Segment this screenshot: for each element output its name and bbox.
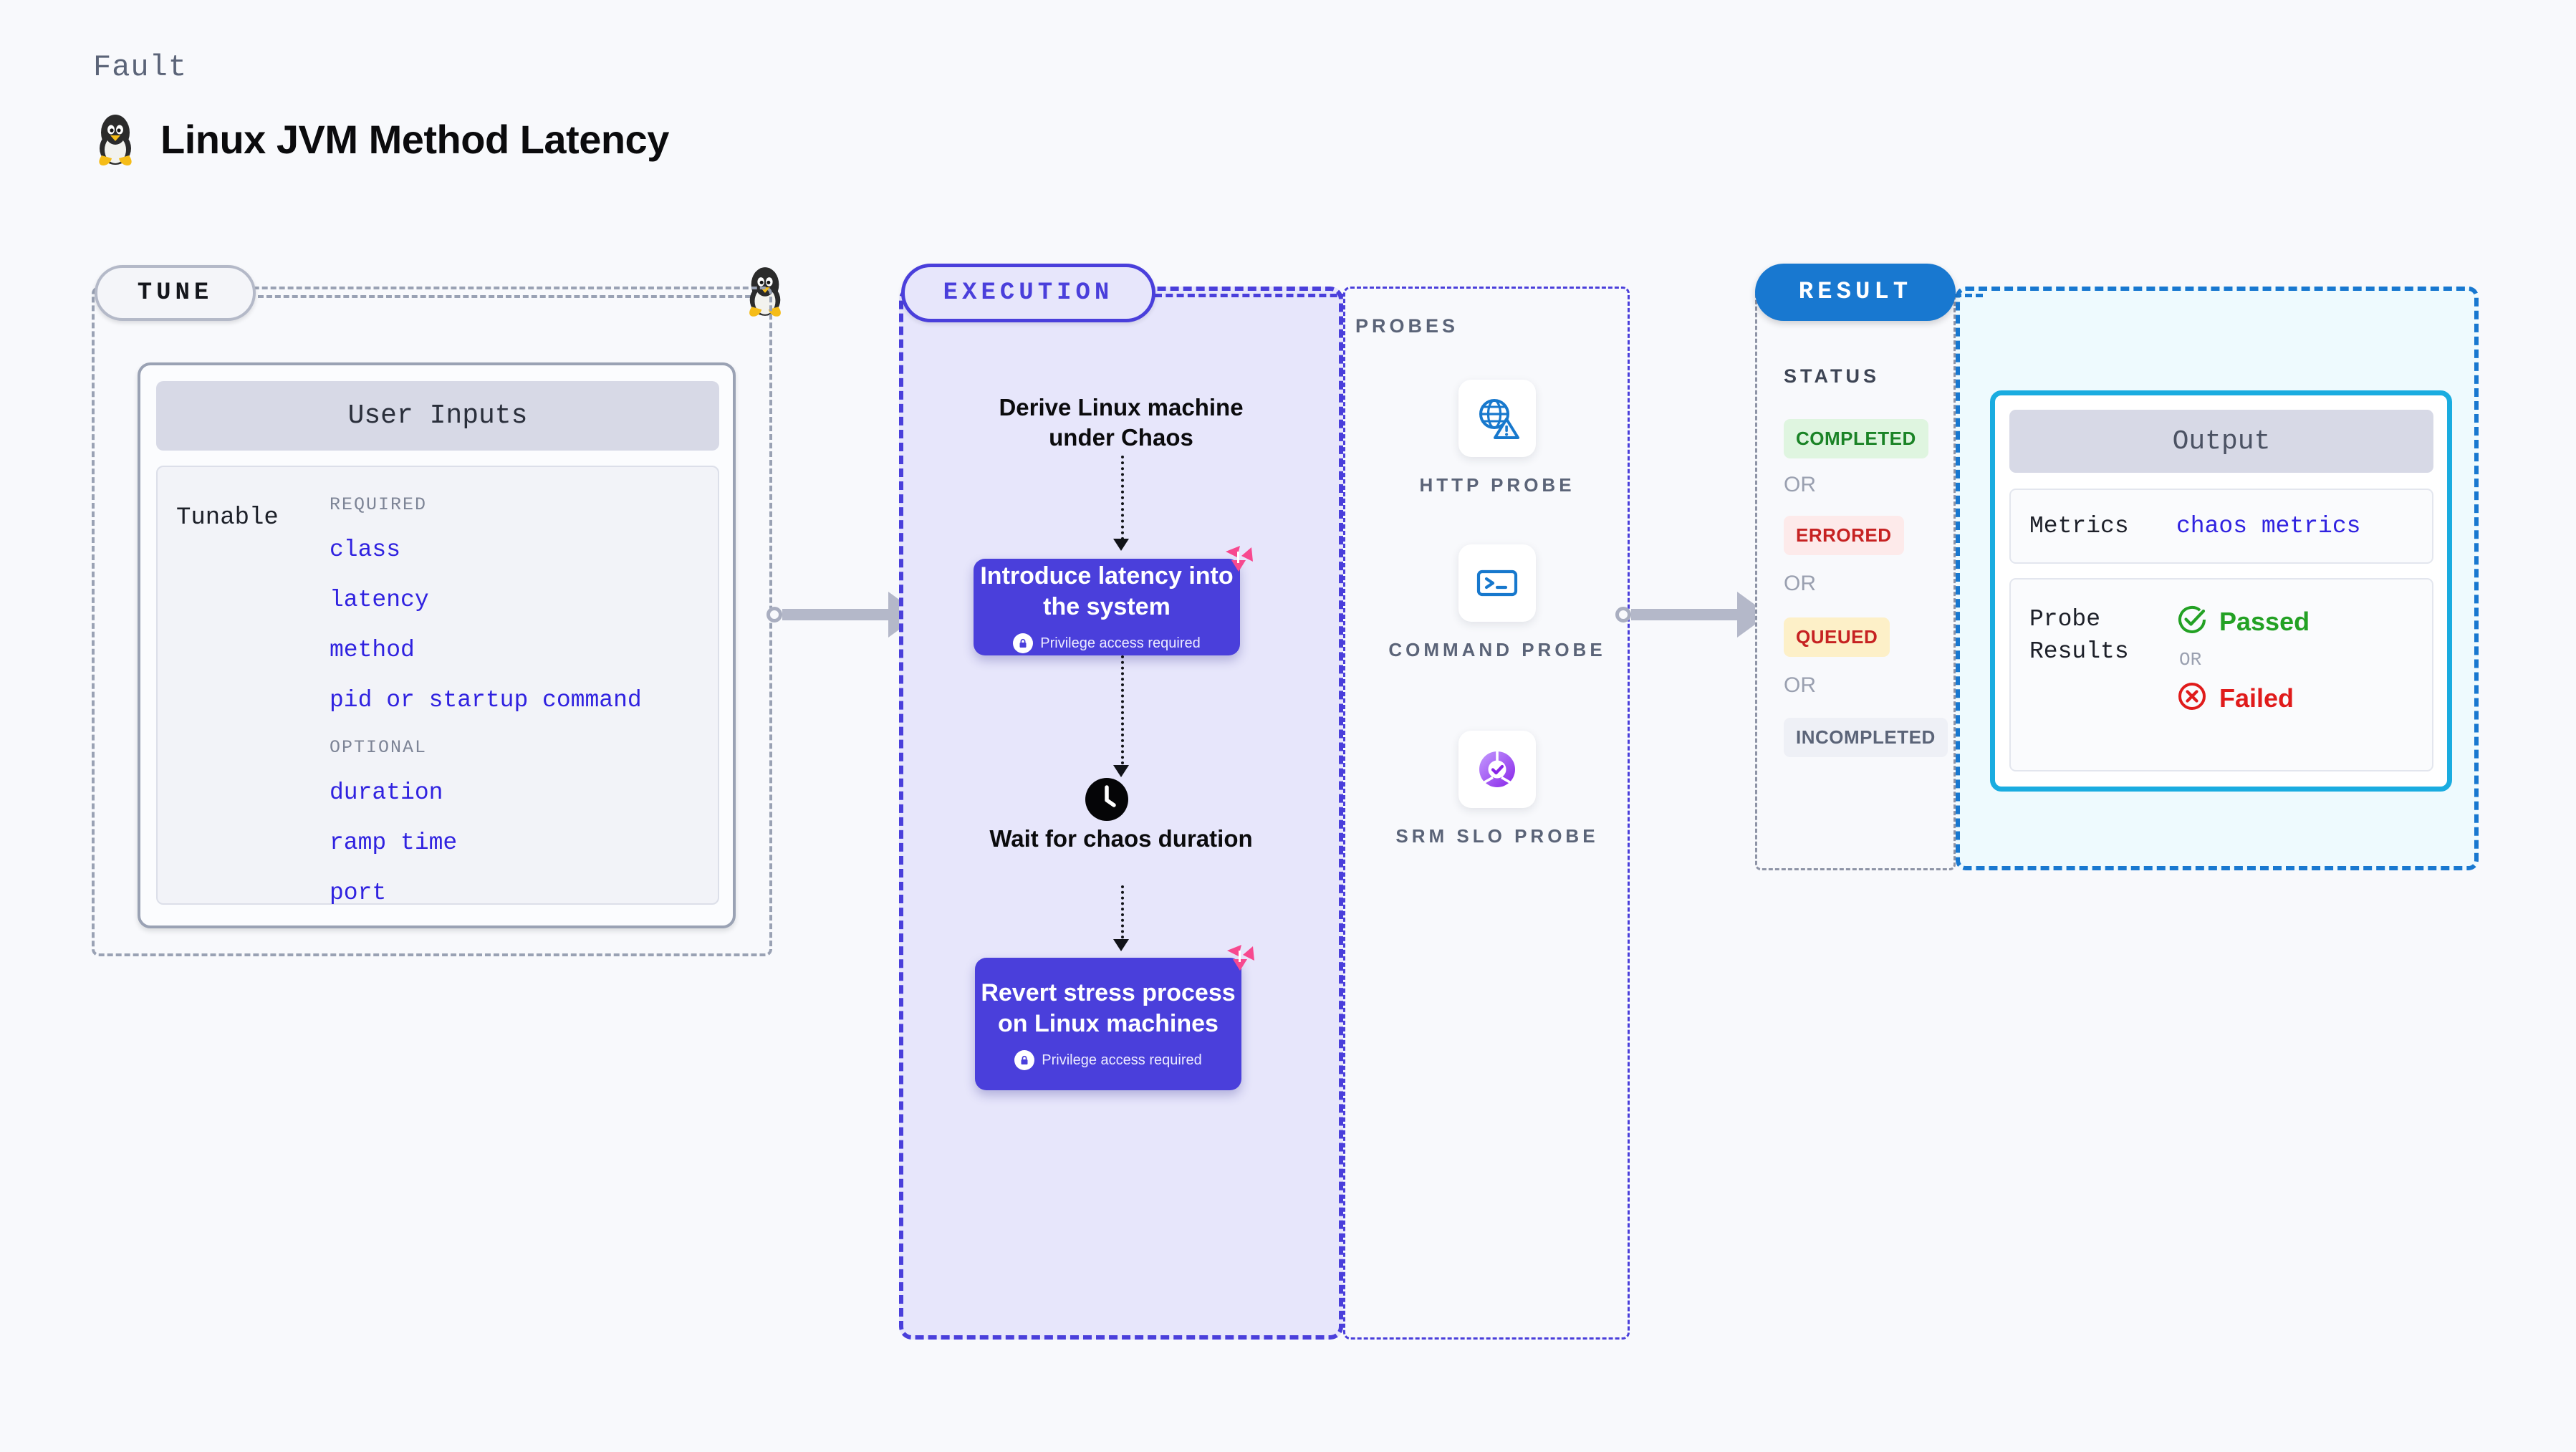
connector-bar (1631, 609, 1737, 620)
tunable-box: Tunable REQUIRED class latency method pi… (156, 466, 719, 906)
chaos-badge-icon (1221, 542, 1256, 580)
flow-arrow-2 (1113, 765, 1129, 777)
probe-item-srm-slo[interactable]: SRM SLO PROBE (1383, 731, 1612, 849)
connector-bar (782, 609, 888, 620)
user-inputs-title: User Inputs (156, 381, 719, 451)
x-circle-icon (2176, 681, 2208, 716)
probe-result-passed: Passed (2176, 604, 2310, 639)
probe-result-passed-label: Passed (2219, 606, 2310, 636)
tunable-param-ramp-time[interactable]: ramp time (330, 830, 458, 856)
stage-pill-tune[interactable]: TUNE (95, 265, 256, 321)
tunable-param-duration[interactable]: duration (330, 779, 443, 806)
probe-result-or: OR (2179, 649, 2202, 670)
status-badge-completed: COMPLETED (1784, 419, 1928, 458)
probe-label-srm-slo: SRM SLO PROBE (1395, 825, 1599, 847)
execution-box2-privilege-text: Privilege access required (1042, 1052, 1202, 1068)
status-or-1: OR (1784, 473, 1816, 496)
stage-pill-result[interactable]: RESULT (1755, 264, 1956, 321)
fault-eyebrow-label: Fault (93, 50, 188, 85)
tunable-param-port[interactable]: port (330, 880, 387, 906)
probe-item-command[interactable]: COMMAND PROBE (1383, 544, 1612, 663)
execution-connector-line (1155, 294, 1348, 297)
output-title: Output (2009, 410, 2433, 473)
flow-line-2 (1121, 655, 1124, 770)
check-circle-icon (2176, 604, 2208, 639)
flow-line-3 (1121, 885, 1124, 944)
probes-title: PROBES (1355, 315, 1459, 337)
probe-result-failed: Failed (2176, 681, 2310, 716)
execution-box1-privilege: Privilege access required (1013, 633, 1201, 653)
probe-label-command: COMMAND PROBE (1388, 639, 1606, 660)
required-group-heading: REQUIRED (330, 494, 428, 515)
output-probe-results-row: Probe Results Passed OR (2009, 578, 2433, 771)
probe-item-http[interactable]: HTTP PROBE (1383, 380, 1612, 498)
execution-box1-privilege-text: Privilege access required (1040, 635, 1201, 651)
optional-group-heading: OPTIONAL (330, 737, 428, 758)
probe-result-failed-label: Failed (2219, 683, 2294, 713)
connector-start-dot (1615, 607, 1631, 622)
tunable-label: Tunable (176, 504, 279, 532)
status-badge-incompleted: INCOMPLETED (1784, 718, 1948, 757)
status-badge-queued: QUEUED (1784, 617, 1890, 657)
tunable-param-method[interactable]: method (330, 637, 415, 663)
tunable-param-pid-or-startup-command[interactable]: pid or startup command (330, 687, 642, 713)
chaos-badge-icon (1223, 941, 1257, 979)
slo-gauge-check-icon (1458, 731, 1536, 808)
flow-arrow-1 (1113, 539, 1129, 551)
probes-stage-panel (1343, 287, 1630, 1340)
probe-label-http: HTTP PROBE (1419, 474, 1575, 496)
execution-box1-title: Introduce latency into the system (980, 562, 1234, 620)
connector-start-dot (766, 607, 782, 622)
output-metrics-row: Metrics chaos metrics (2009, 489, 2433, 564)
linux-penguin-icon (93, 111, 138, 167)
tunable-param-class[interactable]: class (330, 537, 401, 563)
output-card: Output Metrics chaos metrics Probe Resul… (1990, 390, 2452, 792)
globe-warning-icon (1458, 380, 1536, 457)
clock-icon (1085, 777, 1129, 822)
tunable-param-latency[interactable]: latency (330, 587, 429, 613)
lock-icon (1014, 1050, 1035, 1070)
flow-arrow-3 (1113, 939, 1129, 951)
terminal-icon (1458, 544, 1536, 622)
lock-icon (1013, 633, 1034, 653)
tune-connector-line (258, 295, 759, 298)
status-or-2: OR (1784, 572, 1816, 595)
output-probe-results-label: Probe Results (2029, 606, 2129, 665)
tunable-parameter-list: REQUIRED class latency method pid or sta… (330, 494, 702, 930)
execution-box2-title: Revert stress process on Linux machines (981, 979, 1236, 1037)
execution-step2-caption: Wait for chaos duration (989, 825, 1253, 852)
output-metrics-value[interactable]: chaos metrics (2176, 513, 2361, 539)
status-badge-errored: ERRORED (1784, 516, 1904, 555)
output-probe-results-values: Passed OR Failed (2176, 604, 2310, 770)
output-metrics-label: Metrics (2029, 513, 2129, 539)
execution-box2-privilege: Privilege access required (1014, 1050, 1202, 1070)
result-connector-line (1954, 294, 1983, 297)
flow-line-1 (1121, 456, 1124, 540)
status-title: STATUS (1784, 365, 1880, 387)
execution-action-box-revert-stress[interactable]: Revert stress process on Linux machines … (975, 945, 1254, 1090)
status-column-panel (1755, 287, 1956, 870)
user-inputs-card: User Inputs Tunable REQUIRED class laten… (138, 362, 736, 928)
page-title: Linux JVM Method Latency (160, 116, 669, 162)
execution-step1-caption: Derive Linux machine under Chaos (999, 394, 1244, 451)
execution-action-box-introduce-latency[interactable]: Introduce latency into the system Privil… (974, 546, 1253, 655)
stage-pill-execution[interactable]: EXECUTION (901, 264, 1155, 322)
page-title-row: Linux JVM Method Latency (93, 111, 669, 167)
status-or-3: OR (1784, 673, 1816, 697)
